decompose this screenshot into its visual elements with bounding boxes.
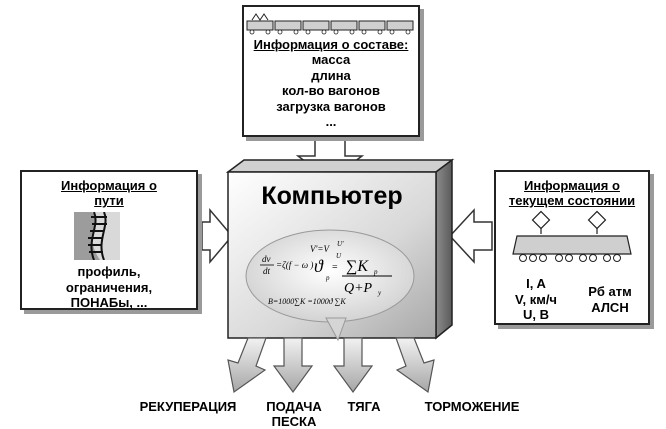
train-info-item: кол-во вагонов — [282, 83, 380, 98]
svg-text:V'=V: V'=V — [310, 244, 330, 254]
output-label-sand: ПОДАЧА ПЕСКА — [254, 399, 334, 429]
train-info-item: масса — [311, 52, 351, 67]
output-arrow-recuperation — [227, 337, 267, 394]
train-info-title: Информация о составе: — [253, 37, 409, 52]
locomotive-icon — [512, 210, 632, 262]
svg-text:p: p — [373, 268, 378, 276]
svg-text:U: U — [336, 252, 342, 260]
svg-text:dv: dv — [262, 254, 271, 264]
track-info-item: ПОНАБы, ... — [70, 295, 148, 310]
svg-text:dt: dt — [263, 266, 271, 276]
output-label-sand-line2: ПЕСКА — [271, 414, 317, 429]
train-info-item: загрузка вагонов — [276, 98, 386, 114]
state-info-title: Информация о — [524, 178, 620, 193]
state-param-speed: V, км/ч — [515, 291, 557, 307]
svg-text:B=1000∑K =1000ϑ ∑K: B=1000∑K =1000ϑ ∑K — [268, 297, 346, 306]
state-info-title-line2: текущем состоянии — [508, 193, 636, 208]
track-info-item: ограничения, — [65, 279, 153, 295]
track-icon — [74, 212, 120, 260]
svg-text:ϑ: ϑ — [314, 256, 324, 276]
output-label-braking: ТОРМОЖЕНИЕ — [424, 399, 520, 414]
input-arrow-left — [201, 207, 233, 265]
state-info-box: Информация о текущем состоянии I, A V, к… — [494, 170, 650, 325]
svg-text:=: = — [332, 262, 338, 273]
track-info-box: Информация о пути профиль, ограничения, … — [20, 170, 198, 310]
computer-block-top — [225, 159, 455, 173]
train-info-item: длина — [311, 67, 351, 83]
input-arrow-right — [448, 208, 493, 264]
svg-text:p: p — [325, 274, 330, 282]
state-param-alsn: АЛСН — [591, 299, 629, 315]
track-info-item: профиль, — [77, 264, 141, 279]
train-info-item: ... — [325, 114, 337, 129]
output-arrow-traction — [332, 337, 374, 394]
computer-title: Компьютер — [261, 182, 403, 210]
formula-bubble: dv dt =ζ(f − ω ) V'=V U' U ϑ p = ∑K p Q+… — [245, 229, 415, 342]
output-label-sand-line1: ПОДАЧА — [266, 399, 322, 414]
train-icon — [246, 13, 414, 35]
state-param-voltage: U, B — [523, 307, 549, 322]
output-arrow-braking — [395, 337, 435, 394]
train-info-box: Информация о составе: масса длина кол-во… — [242, 5, 420, 137]
state-param-current: I, A — [526, 276, 546, 291]
svg-text:=ζ(f − ω ): =ζ(f − ω ) — [276, 260, 313, 270]
svg-text:∑K: ∑K — [346, 258, 369, 275]
svg-text:U': U' — [337, 240, 344, 248]
output-label-recuperation: РЕКУПЕРАЦИЯ — [139, 399, 237, 414]
track-info-title-line2: пути — [94, 193, 124, 208]
svg-text:y: y — [377, 289, 382, 297]
computer-block-side — [435, 158, 453, 340]
track-info-title: Информация о — [61, 178, 157, 193]
output-arrow-sand — [272, 337, 314, 394]
svg-text:Q+P: Q+P — [344, 281, 373, 296]
output-label-traction: ТЯГА — [347, 399, 381, 414]
state-param-brake-pressure: Рб атм — [588, 284, 632, 299]
